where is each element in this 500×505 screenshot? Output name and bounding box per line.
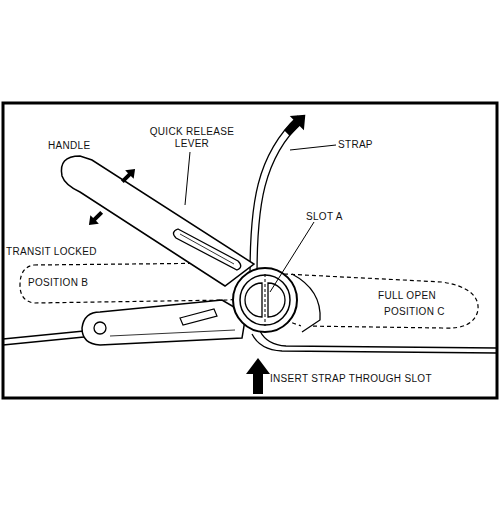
part-label: HANDLE [48, 140, 90, 152]
motion-arrow-shape [85, 208, 106, 229]
spindle-half [268, 283, 285, 317]
motion-arrow [85, 208, 106, 229]
part-label: SLOT A [306, 211, 343, 223]
part-label: QUICK RELEASE LEVER [148, 126, 236, 150]
handle [61, 156, 254, 286]
ratchet-hub [240, 275, 290, 325]
part-label: STRAP [338, 139, 373, 151]
upper-strap [257, 121, 303, 275]
rivet-hole [94, 322, 106, 334]
leader-line [290, 145, 336, 150]
pawl [180, 309, 217, 325]
lower-strap [260, 331, 497, 348]
lever-slot [180, 234, 234, 264]
pull-arrow-shape [280, 108, 313, 141]
leader-line [185, 152, 190, 205]
spindle-half [245, 283, 262, 317]
position-label: POSITION C [384, 306, 445, 318]
position-label: POSITION B [28, 277, 88, 289]
quick-release-lever [173, 229, 240, 270]
position-label: FULL OPEN [378, 290, 436, 302]
motion-arrow [118, 165, 139, 186]
base-strap [3, 337, 84, 345]
motion-arrow-shape [118, 165, 139, 186]
slot-line [265, 274, 266, 326]
insert-arrow [246, 358, 270, 394]
pull-arrow [280, 108, 313, 141]
ratchet-wheel [233, 268, 297, 332]
frame [3, 103, 497, 398]
base-arm [82, 300, 246, 345]
part-label: INSERT STRAP THROUGH SLOT [270, 373, 432, 385]
arm-edge [110, 330, 235, 336]
position-label: TRANSIT LOCKED [6, 246, 97, 258]
leader-line [270, 222, 314, 292]
lower-strap [252, 334, 497, 353]
